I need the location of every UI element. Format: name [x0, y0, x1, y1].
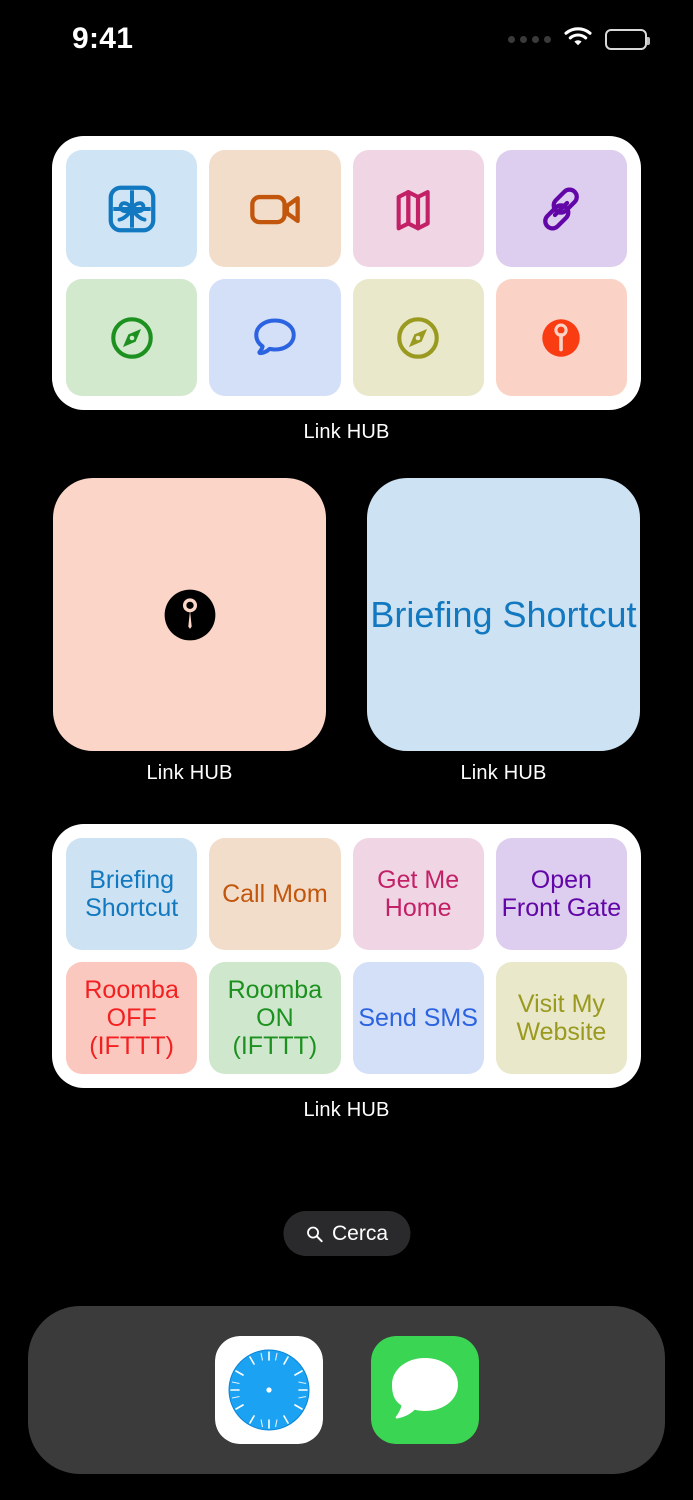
link-chain-icon [543, 187, 580, 230]
pin-circle-icon [164, 589, 215, 640]
widget-label: Link HUB [146, 762, 233, 784]
widget-label: Link HUB [303, 1099, 390, 1121]
shortcut-tile-label: Call Mom [222, 880, 328, 908]
speech-bubble-icon [254, 318, 296, 355]
widget-tile-message[interactable] [209, 279, 341, 396]
video-camera-icon [250, 194, 300, 224]
widget-tile-video[interactable] [209, 150, 341, 267]
search-button[interactable]: Cerca [282, 1211, 411, 1256]
shortcut-tile-label: Open Front Gate [501, 866, 622, 922]
shortcut-tile-call-mom[interactable]: Call Mom [209, 838, 341, 950]
shortcut-tile-label: Send SMS [358, 1004, 478, 1032]
widget-tile-compass-olive[interactable] [352, 279, 484, 396]
status-bar-indicators [508, 26, 650, 52]
shortcut-tile-label: Roomba ON (IFTTT) [227, 976, 323, 1060]
search-icon [306, 1226, 323, 1242]
search-button-label: Cerca [331, 1221, 389, 1245]
widget-label: Link HUB [460, 762, 547, 784]
widget-square-pin[interactable]: Link HUB [53, 478, 326, 785]
widget-tile-link[interactable] [495, 150, 627, 267]
shortcut-tile-label: Roomba OFF (IFTTT) [84, 976, 179, 1060]
battery-icon [605, 28, 650, 50]
widget-tile-compass-green[interactable] [66, 279, 198, 396]
widget-tile-pin[interactable] [495, 279, 627, 396]
dock-app-safari[interactable] [214, 1336, 323, 1444]
widget-card [52, 136, 641, 410]
dock [28, 1306, 665, 1474]
shortcut-tile-get-me-home[interactable]: Get Me Home [352, 838, 484, 950]
pin-circle-icon [542, 318, 581, 357]
widget-square-text: Briefing Shortcut [370, 594, 637, 635]
widget-tile-gift[interactable] [66, 150, 198, 267]
shortcut-tile-briefing[interactable]: Briefing Shortcut [66, 838, 198, 950]
shortcut-tile-label: Briefing Shortcut [85, 866, 179, 922]
shortcut-tile-open-front-gate[interactable]: Open Front Gate [495, 838, 627, 950]
widget-card: Briefing Shortcut Call Mom Get Me Home O… [52, 824, 641, 1088]
widget-card: Briefing Shortcut [367, 478, 640, 751]
shortcut-tile-visit-website[interactable]: Visit My Website [495, 962, 627, 1074]
compass-icon [397, 316, 439, 359]
status-bar-clock: 9:41 [72, 22, 134, 55]
map-icon [396, 189, 430, 230]
status-bar: 9:41 [0, 0, 693, 78]
gift-icon [108, 185, 155, 232]
widget-label: Link HUB [303, 421, 390, 443]
shortcut-tile-label: Get Me Home [377, 866, 460, 922]
signal-dots-icon [508, 35, 551, 43]
dock-app-messages[interactable] [370, 1336, 479, 1444]
widget-tile-map[interactable] [352, 150, 484, 267]
widget-card [53, 478, 326, 751]
shortcut-tile-label: Visit My Website [516, 990, 607, 1046]
shortcut-tile-send-sms[interactable]: Send SMS [352, 962, 484, 1074]
shortcut-tile-roomba-on[interactable]: Roomba ON (IFTTT) [209, 962, 341, 1074]
widget-text-grid[interactable]: Briefing Shortcut Call Mom Get Me Home O… [52, 824, 641, 1122]
widget-square-briefing[interactable]: Briefing Shortcut Link HUB [367, 478, 640, 785]
widget-icon-grid[interactable]: Link HUB [52, 136, 641, 444]
compass-icon [110, 316, 153, 359]
wifi-icon [564, 26, 592, 52]
shortcut-tile-roomba-off[interactable]: Roomba OFF (IFTTT) [66, 962, 198, 1074]
